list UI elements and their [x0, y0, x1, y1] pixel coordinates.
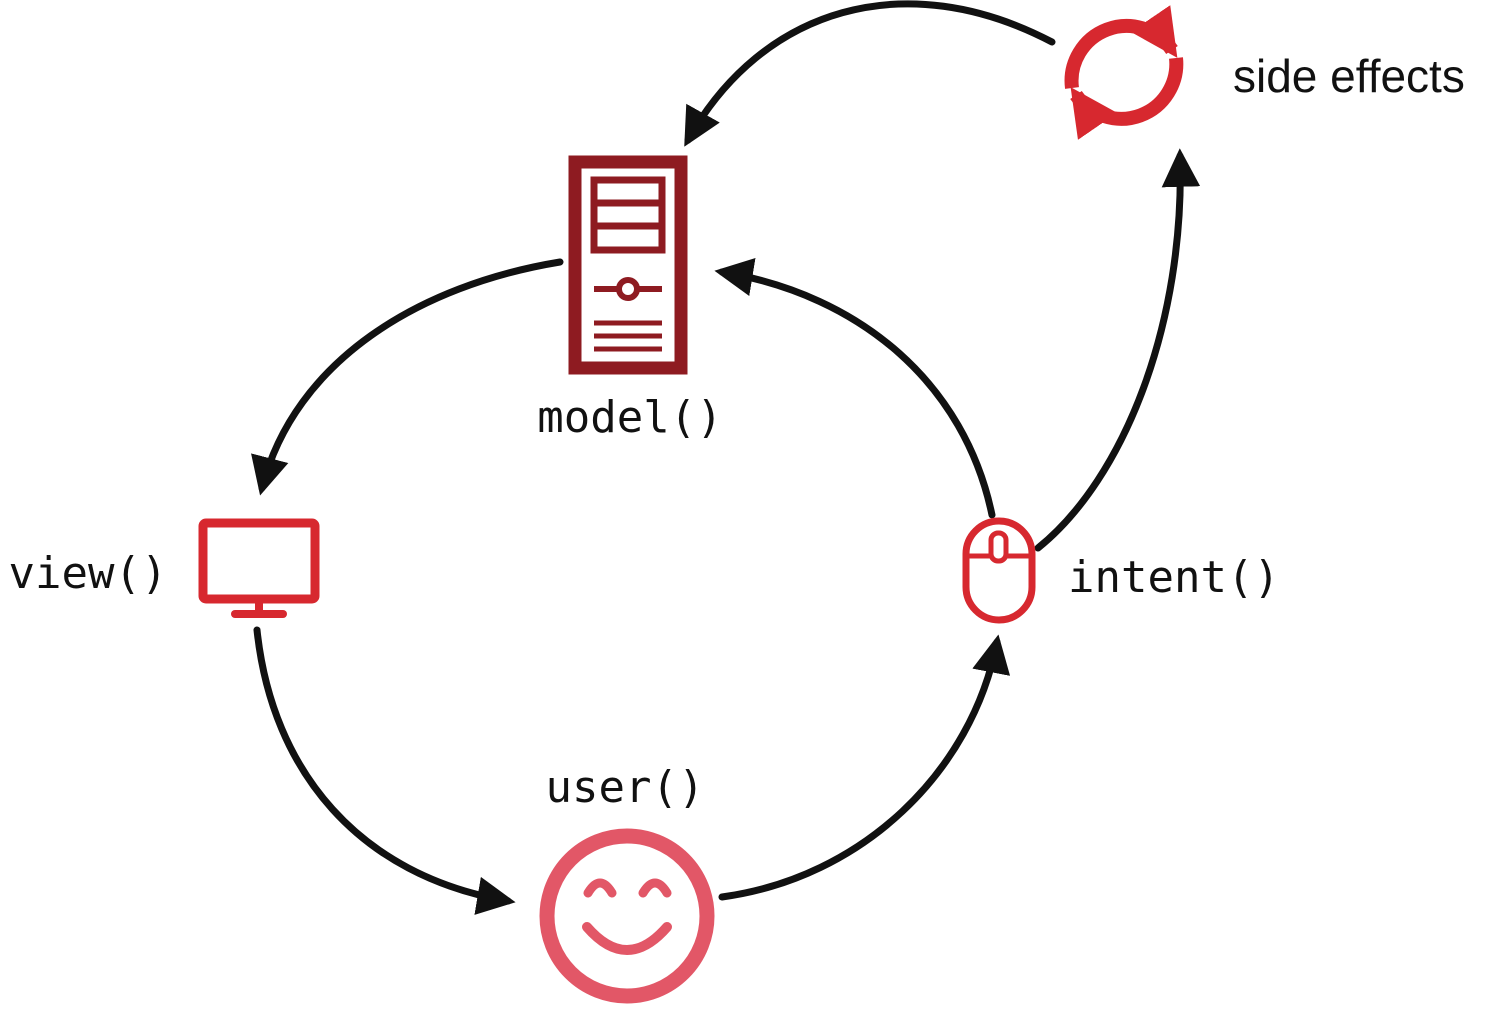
server-tower-icon: [568, 155, 688, 375]
smiley-head: [539, 828, 715, 1004]
arrow-side-effects-to-model: [684, 0, 1056, 147]
model-label: model(): [537, 392, 722, 443]
arrow-intent-to-side-effects: [1034, 148, 1201, 552]
view-label: view(): [9, 548, 168, 599]
server-vent-panel: [590, 176, 666, 254]
smiley-left-eye: [583, 878, 617, 898]
mouse-body: [962, 517, 1036, 624]
arrow-user-to-intent: [718, 634, 1011, 901]
smiley-right-eye: [638, 878, 672, 898]
server-knob: [616, 277, 640, 301]
arrow-intent-to-model: [714, 258, 996, 519]
sync-arrows-icon: [1064, 5, 1184, 140]
arrow-model-to-view: [251, 258, 564, 496]
server-vent-lines: [594, 199, 662, 230]
monitor-icon: [198, 518, 320, 618]
smiley-face-icon: [539, 828, 715, 1004]
flow-arrows: [251, 0, 1201, 915]
mouse-scroll-wheel: [988, 530, 1009, 564]
sync-bottom-arc: [1070, 57, 1184, 140]
side-effects-label: side effects: [1233, 50, 1465, 102]
monitor-screen: [198, 518, 320, 604]
user-label: user(): [546, 762, 705, 813]
smiley-mouth: [582, 922, 672, 955]
intent-label: intent(): [1068, 552, 1280, 603]
mouse-icon: [962, 517, 1036, 624]
arrow-view-to-user: [253, 626, 516, 915]
sync-top-arc: [1064, 5, 1178, 89]
server-slot-lines: [594, 320, 662, 352]
